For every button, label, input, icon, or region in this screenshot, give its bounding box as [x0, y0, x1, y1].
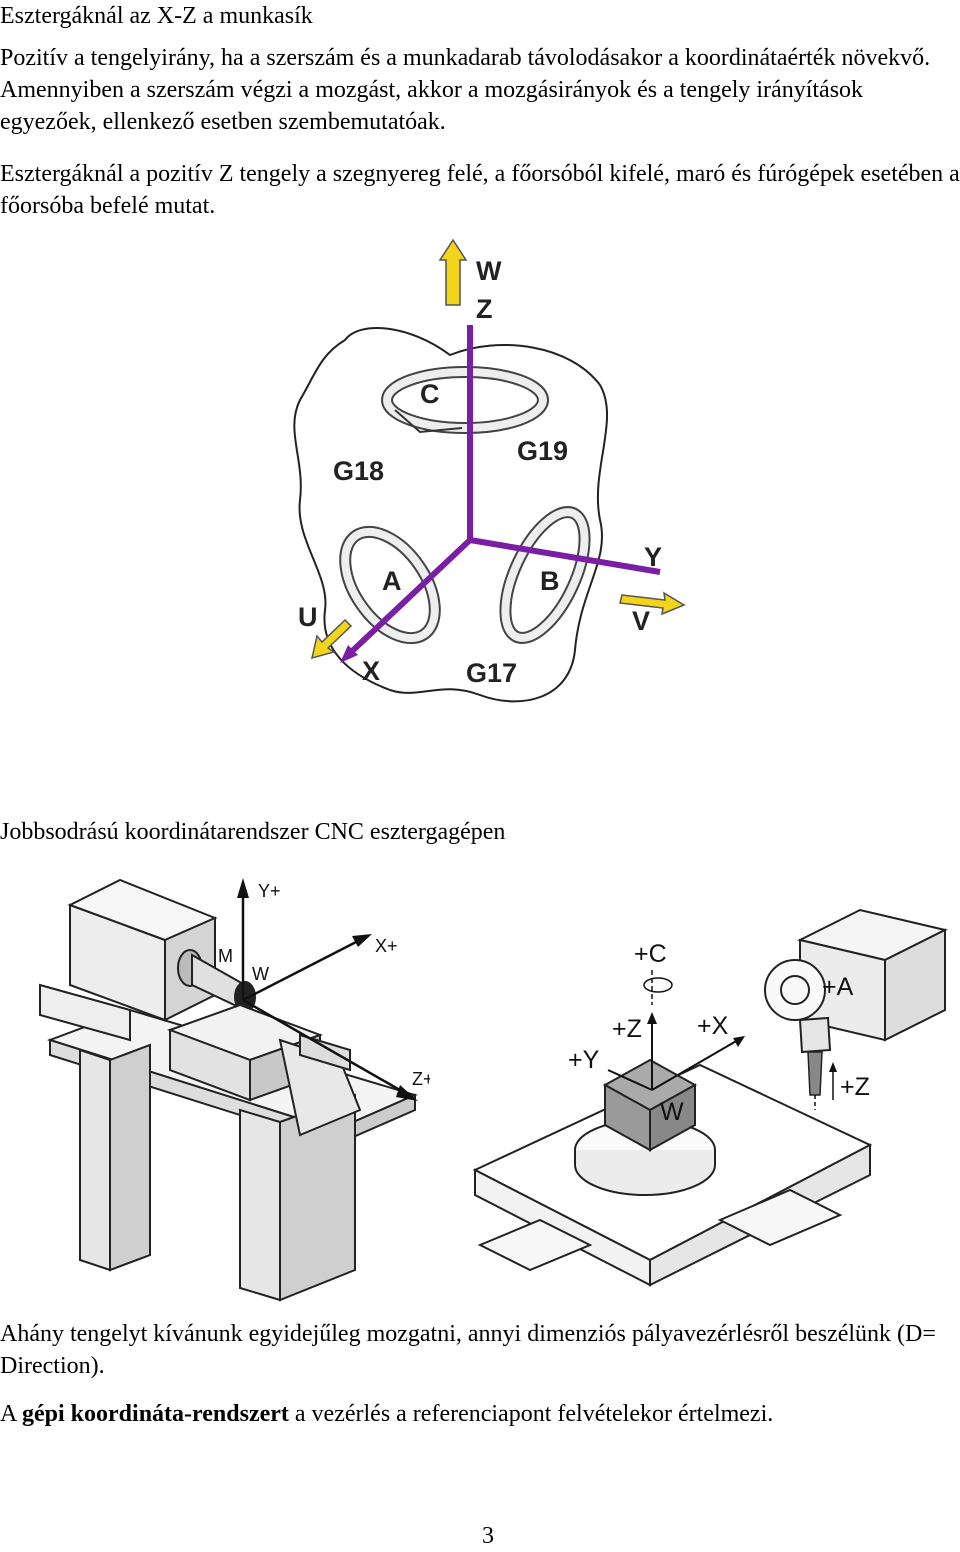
paragraph4-prefix: A	[0, 1401, 23, 1427]
label-z-plus-tool: +Z	[840, 1073, 870, 1101]
label-x-plus: X+	[375, 936, 398, 956]
label-c-plus: +C	[634, 940, 667, 968]
label-x-plus: +X	[697, 1012, 729, 1040]
label-y: Y	[644, 542, 662, 572]
label-u: U	[298, 602, 318, 632]
u-arrow	[310, 618, 353, 660]
label-m: M	[218, 946, 233, 966]
paragraph-z-axis: Esztergáknál a pozitív Z tengely a szegn…	[0, 161, 960, 219]
figure-caption: Jobbsodrású koordinátarendszer CNC eszte…	[0, 819, 506, 845]
paragraph-positive-direction: Pozitív a tengelyirány, ha a szerszám és…	[0, 45, 931, 135]
label-w: W	[476, 256, 502, 286]
axis-system-diagram: W Z C G18 G19 Y A B U V X G17	[293, 238, 686, 703]
label-w: W	[660, 1098, 684, 1126]
label-g17: G17	[466, 658, 517, 688]
label-z-plus: Z+	[412, 1069, 430, 1089]
label-g18: G18	[333, 456, 384, 486]
label-z: Z	[476, 294, 493, 324]
workspace-outline	[293, 327, 608, 703]
paragraph-dimensions: Ahány tengelyt kívánunk egyidejűleg mozg…	[0, 1321, 936, 1379]
paragraph-machine-coordinates: A gépi koordináta-rendszert a vezérlés a…	[0, 1398, 773, 1430]
label-c: C	[420, 379, 440, 409]
v-arrow	[619, 591, 686, 616]
heading: Esztergáknál az X-Z a munkasík	[0, 3, 313, 29]
page-number: 3	[482, 1523, 494, 1549]
label-z-plus: +Z	[612, 1015, 642, 1043]
label-y-plus: +Y	[568, 1046, 600, 1074]
label-g19: G19	[517, 436, 568, 466]
label-x: X	[362, 656, 380, 686]
y-axis-line	[469, 537, 661, 575]
paragraph4-suffix: a vezérlés a referenciapont felvételekor…	[288, 1401, 774, 1427]
w-arrow	[438, 238, 468, 306]
label-a: A	[382, 566, 402, 596]
label-a-plus: +A	[822, 973, 854, 1001]
milling-diagram: +C +A +Z +X +Y W +Z	[472, 908, 948, 1287]
label-w: W	[252, 964, 269, 984]
lathe-diagram: Y+ X+ Z+ M W	[39, 878, 430, 1302]
label-y-plus: Y+	[258, 881, 281, 901]
x-axis-line	[345, 537, 473, 658]
paragraph4-bold-term: gépi koordináta-rendszert	[22, 1401, 289, 1427]
label-v: V	[632, 606, 650, 636]
label-b: B	[540, 566, 560, 596]
